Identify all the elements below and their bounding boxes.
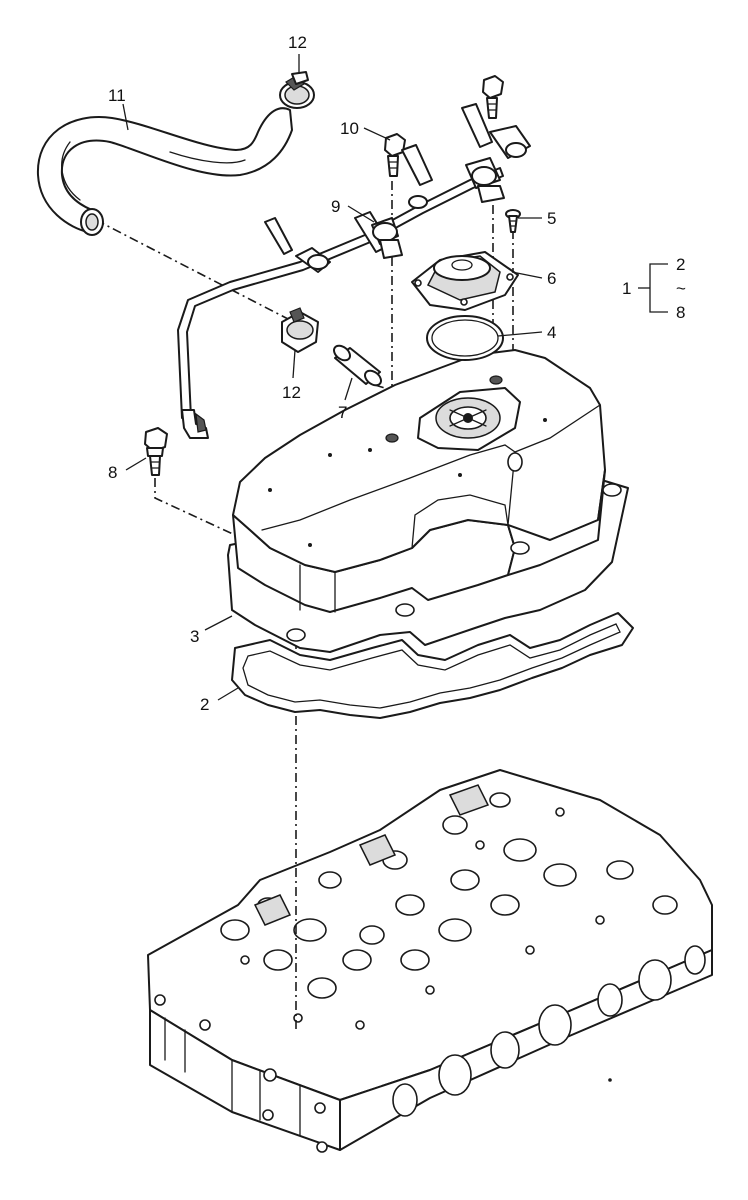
callout-12-top: 12	[288, 33, 307, 52]
o-ring	[426, 315, 504, 361]
breather-cap	[411, 251, 519, 311]
callout-7: 7	[338, 403, 347, 422]
hose-clamp-mid	[281, 307, 319, 353]
bolt-10	[384, 133, 406, 177]
bolt-8	[144, 427, 168, 476]
callout-labels: 12 11 10 9 5 6 4 12 7 8 3 2 1 2 ~ 8	[108, 33, 686, 714]
callout-range-tilde: ~	[676, 279, 686, 298]
callout-5: 5	[547, 209, 556, 228]
callout-6: 6	[547, 269, 556, 288]
hose-clamp-top	[279, 71, 315, 109]
callout-8-bracket: 8	[676, 303, 685, 322]
short-pipe	[333, 344, 382, 387]
callout-8: 8	[108, 463, 117, 482]
cover-gasket	[231, 612, 634, 719]
callout-2-bracket: 2	[676, 255, 685, 274]
leader-lines	[122, 54, 668, 701]
screw	[505, 209, 521, 233]
callout-1: 1	[622, 279, 631, 298]
callout-3: 3	[190, 627, 199, 646]
rubber-hose	[36, 107, 293, 236]
breather-pipe-assembly	[177, 103, 531, 439]
callout-10: 10	[340, 119, 359, 138]
callout-4: 4	[547, 323, 556, 342]
cylinder-head	[147, 769, 713, 1153]
callout-12-mid: 12	[282, 383, 301, 402]
bolt-top-right	[482, 75, 504, 119]
callout-9: 9	[331, 197, 340, 216]
callout-11: 11	[108, 86, 126, 105]
rocker-cover	[227, 349, 629, 653]
callout-2: 2	[200, 695, 209, 714]
